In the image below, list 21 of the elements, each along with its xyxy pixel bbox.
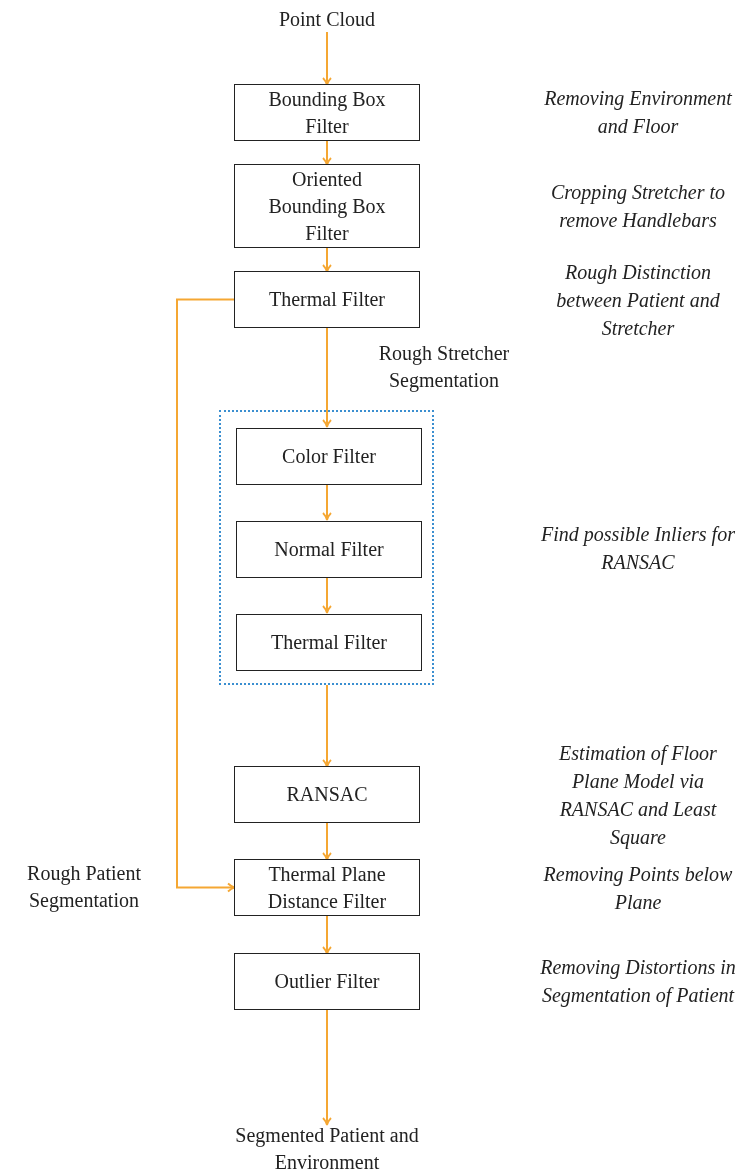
process-box: Oriented Bounding Box Filter bbox=[234, 164, 420, 248]
process-box: Thermal Filter bbox=[236, 614, 422, 671]
process-box: RANSAC bbox=[234, 766, 420, 823]
process-box: Normal Filter bbox=[236, 521, 422, 578]
annotation-text: Find possible Inliers for RANSAC bbox=[540, 522, 736, 575]
process-box: Thermal Plane Distance Filter bbox=[234, 859, 420, 916]
annotation-text: Rough Distinction between Patient and Stretcher bbox=[555, 260, 721, 341]
dotted-group-box bbox=[219, 410, 434, 685]
process-box: Thermal Filter bbox=[234, 271, 420, 328]
annotation-text: Estimation of Floor Plane Model via RANSAC and Least Square bbox=[558, 741, 718, 851]
process-box: Outlier Filter bbox=[234, 953, 420, 1010]
annotation-text: Removing Environment and Floor bbox=[543, 86, 733, 139]
edge-label: Rough Patient Segmentation bbox=[26, 861, 142, 914]
edge-label: Rough Stretcher Segmentation bbox=[377, 341, 511, 394]
process-box: Bounding Box Filter bbox=[234, 84, 420, 141]
flow-text: Segmented Patient and Environment bbox=[222, 1124, 432, 1174]
flow-text: Point Cloud bbox=[227, 6, 427, 32]
annotation-text: Cropping Stretcher to remove Handlebars bbox=[549, 180, 727, 233]
annotation-text: Removing Points below Plane bbox=[542, 862, 734, 915]
process-box: Color Filter bbox=[236, 428, 422, 485]
annotation-text: Removing Distortions in Segmentation of Patient bbox=[540, 955, 736, 1009]
